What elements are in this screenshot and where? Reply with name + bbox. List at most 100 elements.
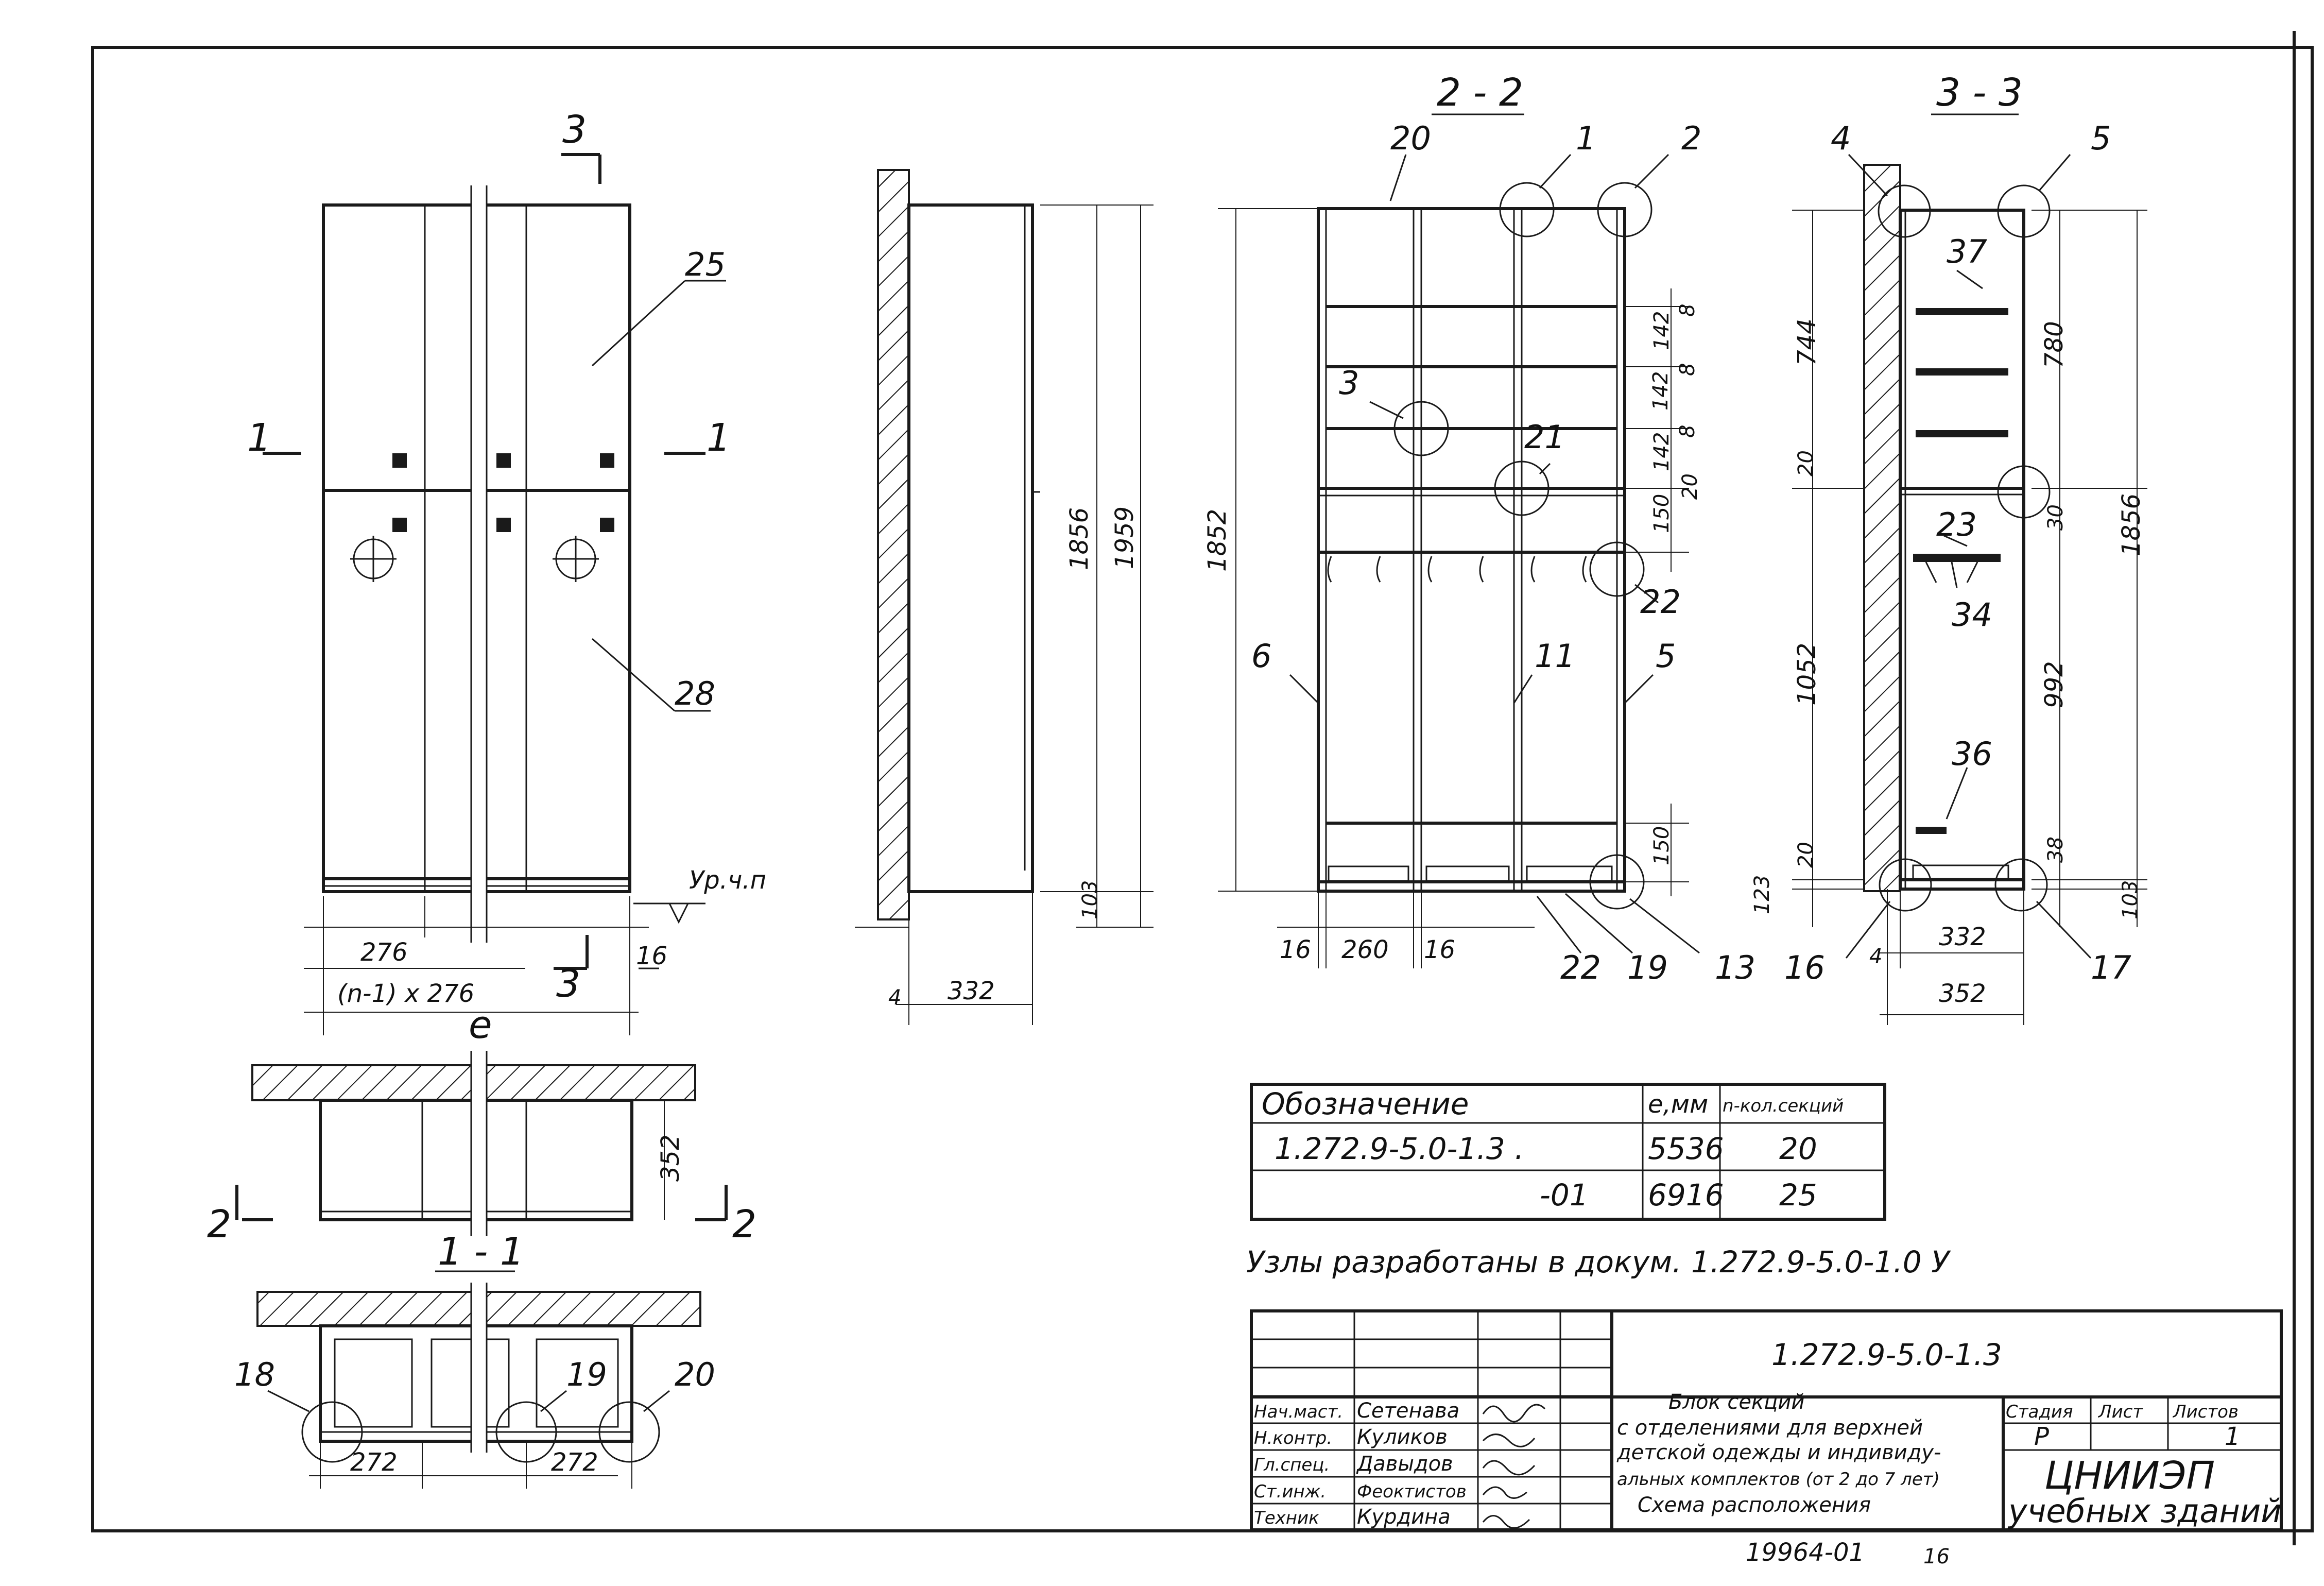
callout-19: 19 xyxy=(1627,949,1668,986)
callout-2: 2 xyxy=(1681,120,1701,157)
side-dim-103: 103 xyxy=(1078,880,1102,919)
cut-mark-3-bottom: 3 xyxy=(556,962,580,1006)
spec-row1-code: 1.272.9-5.0-1.3 . xyxy=(1275,1131,1524,1166)
s33-dim-103: 103 xyxy=(2119,880,2142,919)
plan-view xyxy=(235,1051,728,1236)
title-line-3: детской одежды и индивиду- xyxy=(1616,1441,1941,1464)
section-1-1-title: 1 - 1 xyxy=(438,1230,524,1274)
sig-role-2: Н.контр. xyxy=(1254,1428,1332,1448)
stage-value: Р xyxy=(2034,1422,2049,1451)
sig-role-5: Техник xyxy=(1254,1508,1319,1528)
cut-mark-3-top: 3 xyxy=(562,108,587,152)
s33-dim-1856: 1856 xyxy=(2117,493,2146,556)
sig-name-5: Курдина xyxy=(1357,1505,1451,1529)
s22-dim-16a: 16 xyxy=(1280,935,1311,964)
title-block xyxy=(1250,1309,2283,1531)
callout-28: 28 xyxy=(675,675,715,712)
org-name: ЦНИИЭП xyxy=(2044,1454,2215,1498)
s33-dim-992: 992 xyxy=(2040,661,2069,708)
level-label: Ур.ч.п xyxy=(689,866,766,895)
callout-34: 34 xyxy=(1952,596,1992,634)
title-line-4: альных комплектов (от 2 до 7 лет) xyxy=(1617,1469,1940,1490)
nodes-note: Узлы разработаны в докум. 1.272.9-5.0-1.… xyxy=(1246,1244,1951,1280)
s33-dim-4: 4 xyxy=(1869,945,1882,968)
callout-16: 16 xyxy=(1784,949,1825,986)
callout-6: 6 xyxy=(1251,637,1271,675)
dim-e: e xyxy=(469,1003,492,1047)
callout-3: 3 xyxy=(1339,364,1359,402)
footer-number: 19964-01 xyxy=(1746,1538,1865,1567)
callout-23: 23 xyxy=(1936,506,1977,543)
s22-dim-8a: 8 xyxy=(1676,304,1699,317)
callout-22-top: 22 xyxy=(1640,583,1681,621)
sig-name-2: Куликов xyxy=(1357,1425,1448,1449)
s11-dim-272a: 272 xyxy=(350,1448,398,1477)
s22-dim-20: 20 xyxy=(1678,473,1702,500)
callout-20: 20 xyxy=(1390,120,1431,157)
callout-17: 17 xyxy=(2091,949,2131,986)
side-dim-4: 4 xyxy=(888,986,901,1010)
sheet-frame xyxy=(91,46,2314,1532)
s33-dim-352: 352 xyxy=(1939,979,1986,1008)
s22-dim-8b: 8 xyxy=(1676,363,1699,376)
sheet-header: Лист xyxy=(2097,1402,2143,1422)
title-doc-code: 1.272.9-5.0-1.3 xyxy=(1771,1337,2002,1372)
dim-276: 276 xyxy=(360,938,408,967)
callout-19-s11: 19 xyxy=(566,1356,607,1393)
callout-5-s33: 5 xyxy=(2091,120,2111,157)
s33-dim-1052: 1052 xyxy=(1793,643,1821,706)
callout-36: 36 xyxy=(1952,735,1992,773)
sig-name-4: Феоктистов xyxy=(1357,1481,1467,1502)
org-subtitle: учебных зданий xyxy=(2007,1492,2282,1530)
callout-20-s11: 20 xyxy=(675,1356,715,1393)
title-line-1: Блок секций xyxy=(1668,1390,1804,1414)
section-2-2-title: 2 - 2 xyxy=(1437,71,1523,115)
dim-n-276: (n-1) x 276 xyxy=(337,979,474,1008)
callout-37: 37 xyxy=(1947,233,1987,270)
plan-dim-352: 352 xyxy=(656,1134,685,1182)
s33-dim-123: 123 xyxy=(1750,875,1774,914)
callout-18: 18 xyxy=(234,1356,275,1393)
spec-row2-code: -01 xyxy=(1540,1178,1589,1213)
s33-dim-20a: 20 xyxy=(1794,450,1818,476)
callout-1: 1 xyxy=(1576,120,1596,157)
s33-dim-30: 30 xyxy=(2044,504,2068,531)
callout-4: 4 xyxy=(1831,120,1851,157)
callout-5: 5 xyxy=(1656,637,1676,675)
sig-role-1: Нач.маст. xyxy=(1254,1402,1343,1422)
footer-page: 16 xyxy=(1923,1545,1950,1568)
s22-dim-150b: 150 xyxy=(1650,826,1674,865)
section-3-3-title: 3 - 3 xyxy=(1936,71,2023,115)
spec-header-e: е,мм xyxy=(1648,1090,1708,1119)
stage-header: Стадия xyxy=(2006,1402,2073,1422)
spec-row1-e: 5536 xyxy=(1648,1131,1724,1166)
callout-21: 21 xyxy=(1524,418,1565,456)
s22-dim-260: 260 xyxy=(1341,935,1389,964)
s22-dim-142b: 142 xyxy=(1649,371,1673,411)
s33-dim-780: 780 xyxy=(2040,321,2069,368)
sig-role-4: Ст.инж. xyxy=(1254,1481,1326,1502)
cut-mark-1-right: 1 xyxy=(707,416,731,460)
dim-16: 16 xyxy=(636,942,667,970)
s33-dim-38: 38 xyxy=(2044,837,2068,863)
sig-name-3: Давыдов xyxy=(1356,1452,1453,1476)
s22-dim-142a: 142 xyxy=(1650,311,1674,350)
s33-dim-744: 744 xyxy=(1793,318,1821,366)
callout-22-bottom: 22 xyxy=(1560,949,1601,986)
s22-dim-8c: 8 xyxy=(1676,425,1699,438)
section-2-2-view xyxy=(1218,154,1700,968)
spec-header-n: n-кол.секций xyxy=(1723,1096,1844,1116)
sheets-value: 1 xyxy=(2225,1422,2241,1451)
spec-row1-n: 20 xyxy=(1779,1131,1817,1166)
side-dim-332: 332 xyxy=(948,977,995,1005)
s22-dim-142c: 142 xyxy=(1650,432,1674,471)
side-dim-1959: 1959 xyxy=(1110,506,1139,569)
spec-row2-e: 6916 xyxy=(1648,1178,1724,1213)
spec-header-designation: Обозначение xyxy=(1262,1086,1469,1121)
spec-table xyxy=(1250,1083,1886,1221)
side-dim-1856: 1856 xyxy=(1065,507,1094,570)
s22-dim-1852: 1852 xyxy=(1203,509,1232,572)
callout-25: 25 xyxy=(685,246,726,283)
s33-dim-20b: 20 xyxy=(1794,842,1818,868)
